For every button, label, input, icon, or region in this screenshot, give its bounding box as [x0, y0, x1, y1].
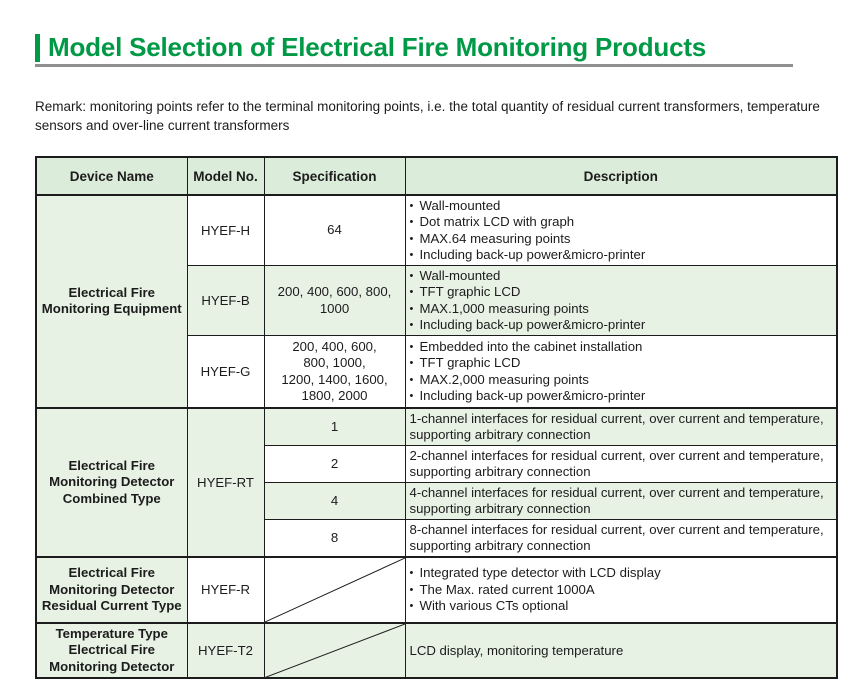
spec-cell: 200, 400, 600, 800, 1000, 1200, 1400, 16… — [263, 335, 406, 409]
description-line: MAX.2,000 measuring points — [410, 372, 833, 389]
description-line: With various CTs optional — [410, 598, 833, 615]
product-selection-table: Device Name Model No. Specification Desc… — [35, 156, 838, 680]
description-line: Including back-up power&micro-printer — [410, 317, 833, 334]
diagonal-slash-icon — [265, 558, 405, 622]
description-cell: 1-channel interfaces for residual curren… — [404, 406, 838, 446]
description-cell: Wall-mounted Dot matrix LCD with graph M… — [404, 194, 838, 267]
device-name-cell: Temperature Type Electrical Fire Monitor… — [35, 621, 188, 679]
description-cell: Embedded into the cabinet installation T… — [404, 335, 838, 409]
spec-cell-empty — [263, 621, 406, 679]
description-line: MAX.1,000 measuring points — [410, 301, 833, 318]
description-text: LCD display, monitoring temperature — [409, 642, 624, 658]
model-no-cell: HYEF-R — [186, 555, 265, 624]
description-text: 2-channel interfaces for residual curren… — [409, 447, 824, 479]
model-no-cell: HYEF-H — [186, 194, 265, 267]
description-cell: LCD display, monitoring temperature — [404, 621, 838, 679]
description-line: TFT graphic LCD — [410, 355, 833, 372]
description-line: TFT graphic LCD — [410, 284, 833, 301]
description-cell: 2-channel interfaces for residual curren… — [404, 444, 838, 483]
model-no-cell: HYEF-T2 — [186, 621, 265, 679]
description-cell: Integrated type detector with LCD displa… — [404, 555, 838, 624]
title-accent-bar-icon — [35, 34, 40, 62]
table-row: Electrical Fire Monitoring Detector Comb… — [35, 406, 838, 558]
description-cell: 4-channel interfaces for residual curren… — [404, 481, 838, 520]
device-name-cell: Electrical Fire Monitoring Detector Resi… — [35, 555, 188, 624]
table-header-row: Device Name Model No. Specification Desc… — [35, 156, 838, 196]
model-no-cell: HYEF-B — [186, 265, 265, 337]
description-cell: Wall-mounted TFT graphic LCD MAX.1,000 m… — [404, 265, 838, 337]
diagonal-slash-icon — [265, 624, 405, 678]
description-line: Including back-up power&micro-printer — [410, 388, 833, 405]
col-header-description: Description — [404, 156, 838, 196]
description-text: 1-channel interfaces for residual curren… — [409, 410, 824, 442]
table-row: Electrical Fire Monitoring Detector Resi… — [35, 555, 838, 624]
model-no-cell: HYEF-RT — [186, 406, 265, 558]
spec-cell: 4 — [263, 481, 406, 520]
table-row: 2 2-channel interfaces for residual curr… — [36, 444, 838, 483]
table-row: HYEF-G 200, 400, 600, 800, 1000, 1200, 1… — [36, 335, 838, 409]
spec-cell-empty — [263, 555, 406, 624]
spec-cell: 64 — [263, 194, 406, 267]
table-row: 8 8-channel interfaces for residual curr… — [36, 518, 838, 558]
spec-cell: 200, 400, 600, 800, 1000 — [263, 265, 406, 337]
description-line: The Max. rated current 1000A — [410, 582, 833, 599]
description-line: Embedded into the cabinet installation — [410, 339, 833, 356]
description-line: Including back-up power&micro-printer — [410, 247, 833, 264]
remark-text: Remark: monitoring points refer to the t… — [35, 99, 820, 133]
table-row: 4 4-channel interfaces for residual curr… — [36, 481, 838, 520]
description-line: Wall-mounted — [410, 268, 833, 285]
table-row: HYEF-B 200, 400, 600, 800, 1000 Wall-mou… — [36, 265, 838, 337]
description-line: Wall-mounted — [410, 198, 833, 215]
description-text: 4-channel interfaces for residual curren… — [409, 484, 824, 516]
spec-cell: 1 — [263, 406, 406, 446]
col-header-device-name: Device Name — [35, 156, 188, 196]
device-name-cell: Electrical Fire Monitoring Detector Comb… — [35, 406, 188, 558]
page-title-block: Model Selection of Electrical Fire Monit… — [35, 32, 793, 67]
description-text: 8-channel interfaces for residual curren… — [409, 521, 824, 553]
description-line: Dot matrix LCD with graph — [410, 214, 833, 231]
spec-cell: 2 — [263, 444, 406, 483]
description-line: MAX.64 measuring points — [410, 231, 833, 248]
model-no-cell: HYEF-G — [186, 335, 265, 409]
description-line: Integrated type detector with LCD displa… — [410, 565, 833, 582]
col-header-specification: Specification — [263, 156, 406, 196]
device-name-cell: Electrical Fire Monitoring Equipment — [35, 194, 188, 409]
table-row: Electrical Fire Monitoring Equipment HYE… — [35, 194, 838, 409]
spec-cell: 8 — [263, 518, 406, 558]
page-title: Model Selection of Electrical Fire Monit… — [48, 32, 707, 62]
description-cell: 8-channel interfaces for residual curren… — [404, 518, 838, 558]
table-row: Temperature Type Electrical Fire Monitor… — [35, 621, 838, 679]
col-header-model-no: Model No. — [186, 156, 265, 196]
